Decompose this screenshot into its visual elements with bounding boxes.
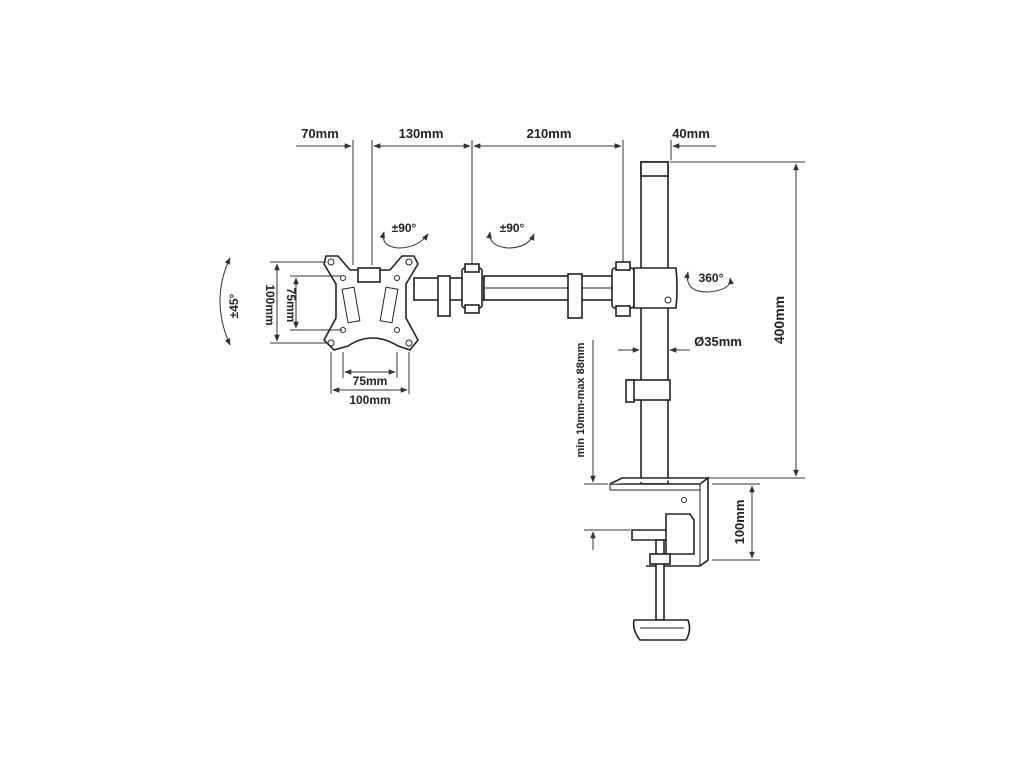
rotation-indicators: ±90° ±90° 360° ±45° <box>219 221 734 346</box>
desk-clamp <box>609 476 709 641</box>
vesa-width-100-label: 100mm <box>349 393 390 407</box>
dim-210-label: 210mm <box>527 126 572 141</box>
vesa-width-75-label: 75mm <box>353 374 388 388</box>
arm <box>413 261 635 319</box>
pole-height-label: 400mm <box>771 296 787 344</box>
rotation-arm-label: ±90° <box>500 221 525 235</box>
vesa-height-100-label: 100mm <box>263 284 277 325</box>
dim-130-label: 130mm <box>399 126 444 141</box>
vesa-plate <box>323 255 419 351</box>
desk-thickness-label: min 10mm-max 88mm <box>575 342 587 457</box>
dim-40-label: 40mm <box>672 126 710 141</box>
dim-70-label: 70mm <box>301 126 339 141</box>
rotation-head-label: ±90° <box>392 221 417 235</box>
vesa-dimensions: 100mm 75mm 75mm 100mm <box>263 261 410 407</box>
pole-height-dimension: 400mm <box>670 161 805 479</box>
pole <box>625 161 678 485</box>
top-dimensions: 70mm 130mm 210mm 40mm <box>296 126 716 268</box>
pole-diameter-dimension: Ø35mm <box>618 334 742 353</box>
tilt-label: ±45° <box>227 293 241 318</box>
pole-diameter-label: Ø35mm <box>694 334 742 349</box>
clamp-depth-label: 100mm <box>732 500 747 545</box>
rotation-pole-label: 360° <box>699 271 724 285</box>
vesa-height-75-label: 75mm <box>284 288 298 323</box>
clamp-depth-dimension: 100mm <box>712 483 760 561</box>
desk-thickness-dimension: min 10mm-max 88mm <box>575 340 630 550</box>
